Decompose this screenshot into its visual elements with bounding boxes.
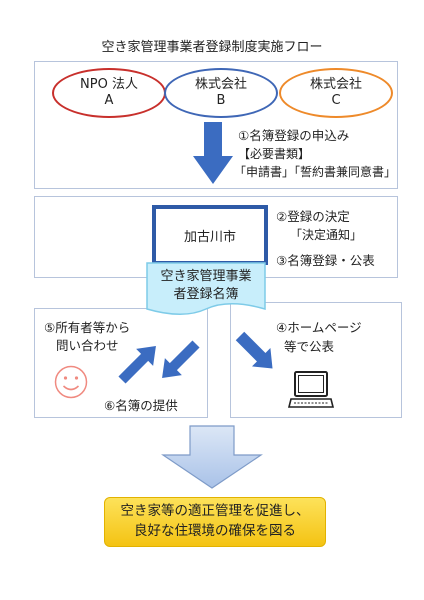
city-name: 加古川市 [183,229,236,245]
bidirectional-arrow-icon [118,340,200,384]
org-a-ellipse: NPO 法人 A [52,68,166,118]
step3-label: ③名簿登録・公表 [276,253,375,268]
step4-line2: 等で公表 [284,339,335,354]
org-c-sub: C [331,93,341,108]
big-down-arrow-icon [161,425,263,489]
step4-line1: ④ホームページ [276,320,362,335]
goal-box: 空き家等の適正管理を促進し、 良好な住環境の確保を図る [104,497,326,547]
document-icon [146,262,266,315]
org-c-label: 株式会社 [309,77,362,93]
step5-line1: ⑤所有者等から [44,320,131,335]
step6-label: ⑥名簿の提供 [104,398,178,413]
step2-sub: 「決定通知」 [290,228,363,242]
city-box: 加古川市 [152,205,268,265]
org-a-label: NPO 法人 [80,77,138,93]
goal-line1: 空き家等の適正管理を促進し、 [120,503,310,520]
step1-docs-header: 【必要書類】 [238,147,311,161]
org-c-ellipse: 株式会社 C [279,68,393,118]
diagram-title: 空き家管理事業者登録制度実施フロー [101,40,323,55]
goal-line2: 良好な住環境の確保を図る [134,523,296,539]
down-arrow-icon [193,122,233,184]
org-a-sub: A [104,93,114,108]
smiley-face-icon [54,365,88,399]
down-right-arrow-icon [235,331,273,369]
org-b-label: 株式会社 [194,77,247,93]
step1-docs: 「申請書」「誓約書兼同意書」 [234,165,397,179]
registry-line1: 空き家管理事業 [160,269,252,284]
org-b-sub: B [216,93,226,108]
computer-icon [287,371,335,408]
step2-label: ②登録の決定 [276,209,350,224]
registry-title: 空き家管理事業 者登録名簿 [146,268,266,303]
step5-line2: 問い合わせ [56,338,119,353]
step1-label: ①名簿登録の申込み [238,128,350,143]
org-b-ellipse: 株式会社 B [164,68,278,118]
registry-line2: 者登録名簿 [173,286,239,302]
